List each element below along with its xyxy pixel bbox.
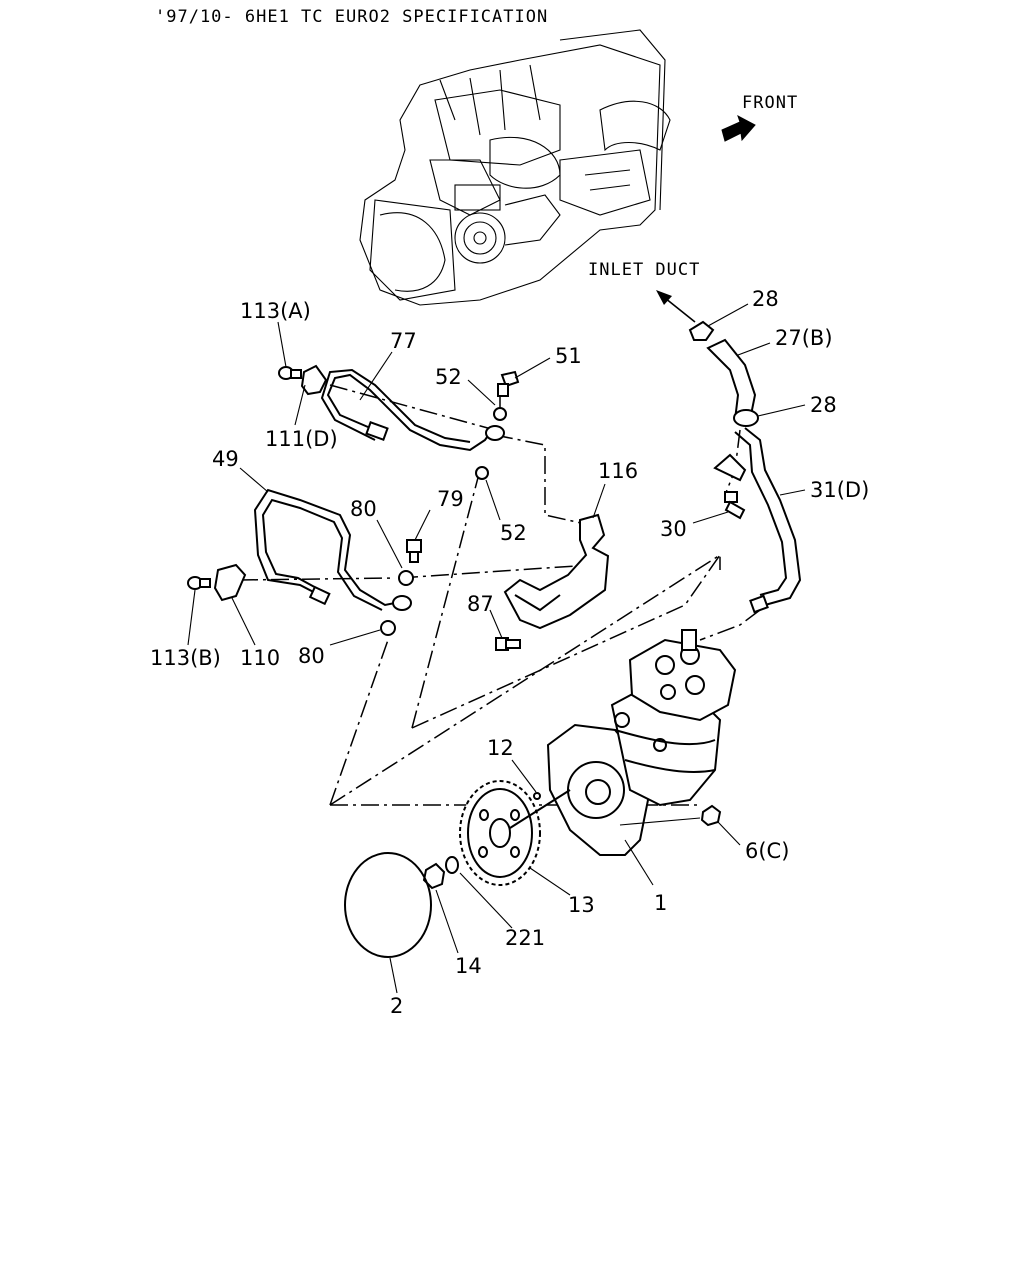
label-30: 30 bbox=[660, 517, 687, 541]
part-labels: 113(A) 77 52 51 111(D) 49 80 79 52 116 8… bbox=[150, 287, 869, 1018]
label-31d: 31(D) bbox=[810, 478, 869, 502]
part-nut-14 bbox=[422, 862, 446, 890]
part-oring-2 bbox=[344, 852, 432, 958]
part-bracket-116 bbox=[503, 513, 610, 630]
diagram-title: '97/10- 6HE1 TC EURO2 SPECIFICATION bbox=[155, 7, 548, 27]
part-pipe-49 bbox=[253, 488, 412, 611]
part-hose-27b bbox=[706, 338, 757, 421]
part-bolt-87 bbox=[495, 637, 521, 651]
engine-overview-illustration bbox=[359, 29, 671, 306]
part-washer-80a bbox=[398, 570, 414, 586]
label-12: 12 bbox=[487, 736, 514, 760]
label-80b: 80 bbox=[298, 644, 325, 668]
part-clamp-28a bbox=[688, 320, 715, 341]
part-bolt-113a bbox=[278, 366, 302, 380]
part-bolt-51 bbox=[497, 370, 520, 397]
label-49: 49 bbox=[212, 447, 239, 471]
inlet-duct-label: INLET DUCT bbox=[588, 260, 700, 280]
label-87: 87 bbox=[467, 592, 494, 616]
label-52b: 52 bbox=[500, 521, 527, 545]
label-221: 221 bbox=[505, 926, 545, 950]
label-113a: 113(A) bbox=[240, 299, 311, 323]
part-washer-80b bbox=[380, 620, 396, 636]
label-28b: 28 bbox=[810, 393, 837, 417]
front-label: FRONT bbox=[742, 93, 798, 113]
label-51: 51 bbox=[555, 344, 582, 368]
label-1: 1 bbox=[654, 891, 667, 915]
part-washer-52b bbox=[475, 466, 489, 480]
part-pipe-77 bbox=[320, 368, 505, 452]
label-2: 2 bbox=[390, 994, 403, 1018]
part-pin-12 bbox=[533, 792, 541, 800]
front-direction-indicator: FRONT bbox=[721, 93, 798, 142]
part-gear-13 bbox=[459, 780, 571, 886]
label-6c: 6(C) bbox=[745, 839, 789, 863]
label-13: 13 bbox=[568, 893, 595, 917]
label-80a: 80 bbox=[350, 497, 377, 521]
part-nut-6c bbox=[700, 804, 722, 827]
label-110: 110 bbox=[240, 646, 280, 670]
front-arrow-icon bbox=[721, 114, 756, 142]
label-28a: 28 bbox=[752, 287, 779, 311]
part-bolt-79 bbox=[406, 539, 422, 563]
part-bolt-113b bbox=[187, 576, 211, 590]
part-bolt-30 bbox=[724, 491, 746, 520]
leader-lines bbox=[187, 303, 806, 994]
label-111d: 111(D) bbox=[265, 427, 338, 451]
label-27b: 27(B) bbox=[775, 326, 833, 350]
label-77: 77 bbox=[390, 329, 417, 353]
part-compressor-1 bbox=[546, 629, 737, 856]
label-113b: 113(B) bbox=[150, 646, 221, 670]
inlet-duct-arrow-icon bbox=[656, 290, 696, 323]
part-washer-52a bbox=[493, 407, 507, 421]
label-116: 116 bbox=[598, 459, 638, 483]
part-clip-111d bbox=[300, 364, 328, 396]
label-52a: 52 bbox=[435, 365, 462, 389]
label-79: 79 bbox=[437, 487, 464, 511]
label-14: 14 bbox=[455, 954, 482, 978]
part-pipe-31d bbox=[713, 427, 802, 614]
part-clip-110 bbox=[213, 563, 247, 602]
part-washer-221 bbox=[445, 856, 459, 874]
part-clamp-28b bbox=[733, 409, 759, 427]
